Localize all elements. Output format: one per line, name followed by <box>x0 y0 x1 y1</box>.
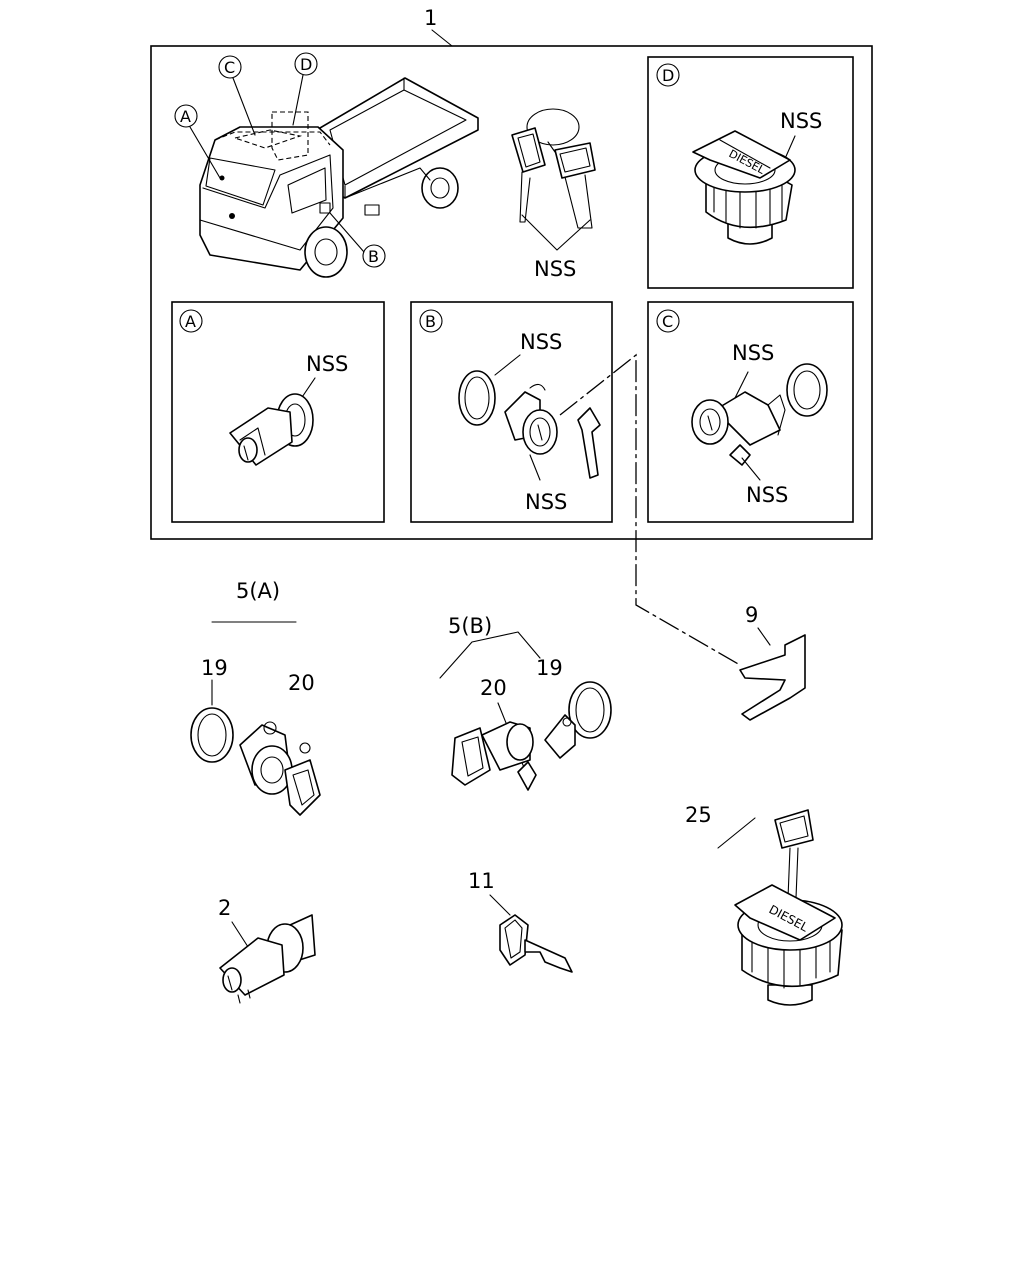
callout-nss-a: NSS <box>306 352 348 376</box>
callout-2: 2 <box>218 896 231 920</box>
callout-nss-d: NSS <box>780 109 822 133</box>
callout-19-left: 19 <box>201 656 228 680</box>
callout-nss-keys: NSS <box>534 257 576 281</box>
callout-nss-c-top: NSS <box>732 341 774 365</box>
callout-nss-b-bottom: NSS <box>525 490 567 514</box>
marker-d-panel: D <box>662 66 674 85</box>
callout-20-mid: 20 <box>480 676 507 700</box>
callout-25: 25 <box>685 803 712 827</box>
keys-set: NSS <box>511 108 596 281</box>
part-2: 2 <box>218 896 316 1004</box>
part-5a-group: 5(A) 19 20 <box>190 579 321 816</box>
callout-9: 9 <box>745 603 758 627</box>
part-5b-group: 5(B) 19 20 <box>439 614 612 791</box>
callout-19-mid: 19 <box>536 656 563 680</box>
callout-nss-b-top: NSS <box>520 330 562 354</box>
assembly-frame: 1 <box>150 6 873 540</box>
panel-c: C NSS NSS <box>647 301 854 523</box>
marker-a-truck: A <box>180 107 191 126</box>
marker-a-panel: A <box>185 312 196 331</box>
marker-c-panel: C <box>662 312 673 331</box>
callout-assembly: 1 <box>424 6 437 30</box>
part-11: 11 <box>468 869 573 973</box>
leader-chain-9 <box>559 353 741 666</box>
callout-nss-c-bottom: NSS <box>746 483 788 507</box>
panel-b: B NSS NSS <box>410 301 613 523</box>
truck-overview: A C D B <box>174 52 479 278</box>
marker-b-panel: B <box>425 312 436 331</box>
marker-b-truck: B <box>368 247 379 266</box>
part-9: 9 <box>739 603 806 721</box>
marker-d-truck: D <box>300 55 312 74</box>
callout-5a: 5(A) <box>236 579 280 603</box>
panel-a: A NSS <box>171 301 385 523</box>
part-25: 25 DIESEL <box>685 803 843 1006</box>
callout-11: 11 <box>468 869 495 893</box>
callout-20-left: 20 <box>288 671 315 695</box>
panel-d: D NSS DIESEL <box>647 56 854 289</box>
marker-c-truck: C <box>224 58 235 77</box>
callout-5b: 5(B) <box>448 614 492 638</box>
